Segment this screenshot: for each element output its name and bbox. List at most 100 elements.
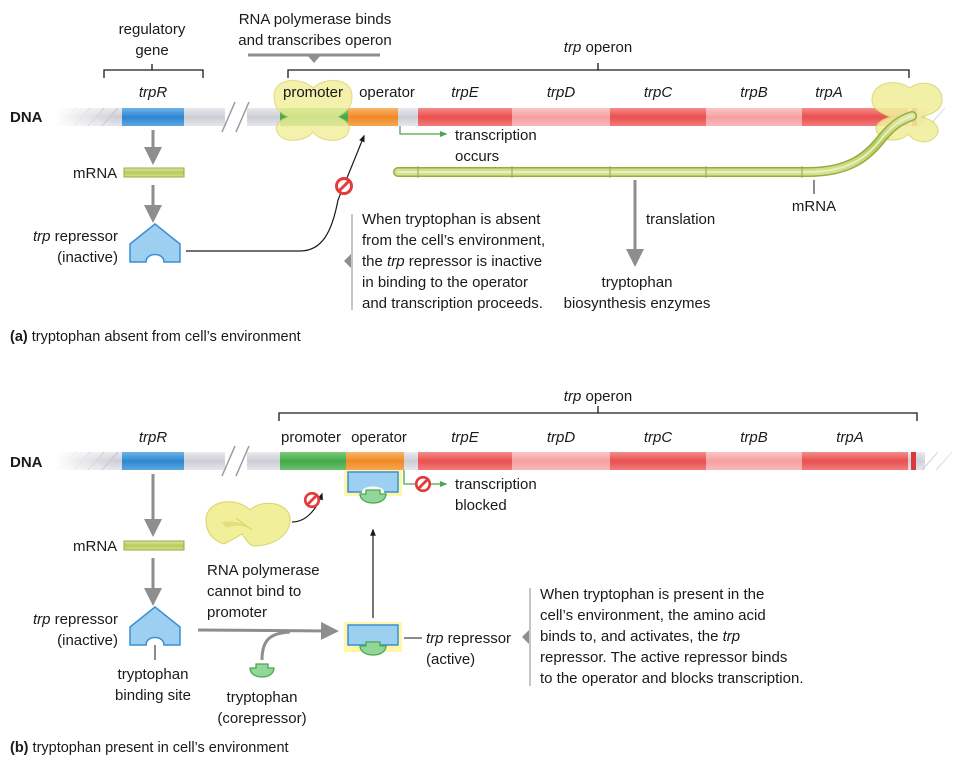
rna-polymerase-free [205,501,291,547]
blocked-icon [414,475,432,493]
note-a-line5: and transcription proceeds. [362,295,543,312]
polymerase-label-line3: promoter [207,604,267,621]
repressor-to-operator-arrow [186,134,365,252]
trpR-label-b: trpR [139,429,168,446]
mrna-transcript [393,111,917,178]
transcription-arrow [399,126,448,138]
dna-break-gap-b [225,444,247,478]
trpC-label: trpC [644,84,673,101]
dna-break-gap [225,100,247,134]
corepressor-merge-arrow [260,630,291,661]
note-b-line1: When tryptophan is present in the [540,586,764,603]
binding-site-label-line2: binding site [115,687,191,704]
polymerase-note-line1: RNA polymerase binds [239,11,392,28]
regulatory-gene-bracket [103,64,204,78]
repressor-bound-operator [344,470,402,507]
promoter-region-b [280,452,346,470]
trpR-label: trpR [139,84,168,101]
promoter-label-b: promoter [281,429,341,446]
trpR-gene [122,108,184,126]
trpR-gene-b [122,452,184,470]
note-b-pointer [522,630,529,644]
trpC-gene [610,108,706,126]
trpD-gene-b [512,452,610,470]
dna-fade-right-b [918,448,974,474]
trpD-label-b: trpD [547,429,576,446]
note-b-line4: repressor. The active repressor binds [540,649,787,666]
operon-label-b: trp operon [564,388,632,405]
polymerase-note-pointer [307,55,321,63]
no-polymerase-binding-icon [303,491,321,509]
enzymes-label-line1: tryptophan [602,274,673,291]
terminator-mark-b [911,452,916,470]
note-a-line3: the trp repressor is inactive [362,253,542,270]
trpD-label: trpD [547,84,576,101]
translation-label: translation [646,211,715,228]
trpE-label-b: trpE [451,429,480,446]
binding-site-label-line1: tryptophan [118,666,189,683]
dna-fade-left [55,104,115,130]
trpB-gene [706,108,802,126]
corepressor-shape [249,663,275,678]
transcription-blocked-line1: transcription [455,476,537,493]
polymerase-label-line2: cannot bind to [207,583,301,600]
trpA-gene-b [802,452,908,470]
repressor-inactive-b-label-line2: (inactive) [57,632,118,649]
dna-break-mark-b [221,445,250,477]
repressor-active-label-line2: (active) [426,651,475,668]
mrna-left [123,167,185,178]
trpB-gene-b [706,452,802,470]
dna-break-mark [221,101,250,133]
note-b-line2: cell’s environment, the amino acid [540,607,766,624]
trpA-label: trpA [815,84,843,101]
repressor-inactive-label-line2: (inactive) [57,249,118,266]
corepressor-label-line1: tryptophan [227,689,298,706]
polymerase-label-line1: RNA polymerase [207,562,320,579]
trpE-gene [418,108,512,126]
repressor-inactive-shape [129,223,181,263]
repressor-inactive-b-shape [129,606,181,646]
regulatory-gene-label-line1: regulatory [119,21,186,38]
transcription-blocked-arrow [403,470,448,488]
panel-a: regulatory gene RNA polymerase binds and… [10,11,974,345]
activation-arrow [197,621,339,640]
transcription-label-line2: occurs [455,148,499,165]
no-binding-icon [335,177,353,195]
trpC-gene-b [610,452,706,470]
operon-label: trp operon [564,39,632,56]
note-b-line5: to the operator and blocks transcription… [540,670,803,687]
note-a-line2: from the cell’s environment, [362,232,545,249]
note-b-line3: binds to, and activates, the trp [540,628,740,645]
corepressor-label-line2: (corepressor) [217,710,306,727]
trpB-label-b: trpB [740,429,768,446]
trpB-label: trpB [740,84,768,101]
note-a-pointer [344,254,351,268]
operator-region-b [346,452,404,470]
operon-bracket-b [278,406,918,421]
trpA-label-b: trpA [836,429,864,446]
mrna-right-label: mRNA [792,198,836,215]
transcription-blocked-line2: blocked [455,497,507,514]
transcription-label-line1: transcription [455,127,537,144]
caption-b: (b) tryptophan present in cell’s environ… [10,740,289,756]
operator-label-b: operator [351,429,407,446]
note-a-line1: When tryptophan is absent [362,211,541,228]
operon-bracket [287,63,910,78]
operator-region [348,108,398,126]
panel-b: trp operon DNA trpR promoter operator tr… [10,388,974,756]
repressor-active [344,622,402,656]
dna-label: DNA [10,109,43,126]
mrna-b [123,540,185,551]
note-a-line4: in binding to the operator [362,274,528,291]
enzymes-label-line2: biosynthesis enzymes [564,295,711,312]
trpE-gene-b [418,452,512,470]
dna-strand [55,100,974,134]
promoter-label-overlay: promoter [283,84,343,101]
dna-fade-left-b [55,448,115,474]
repressor-active-label-line1: trp repressor [426,630,511,647]
trpD-gene [512,108,610,126]
dna-strand-b [55,444,974,478]
operator-label: operator [359,84,415,101]
mrna-left-label: mRNA [73,165,117,182]
